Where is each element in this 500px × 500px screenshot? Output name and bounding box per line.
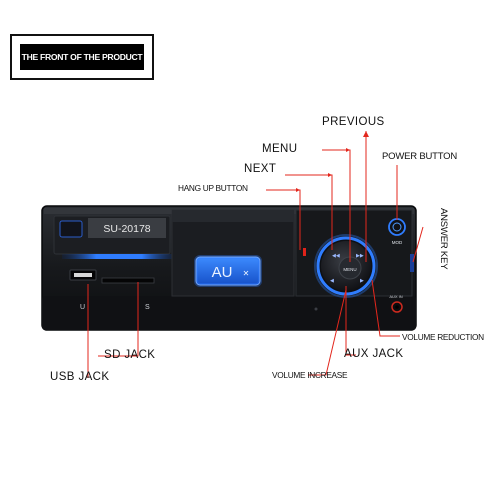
display-text: AU xyxy=(212,264,233,281)
label-power: POWER BUTTON xyxy=(382,151,458,162)
previous-glyph: ▶▶ xyxy=(356,253,364,259)
lcd-display xyxy=(194,255,262,287)
label-volume-increase: VOLUME INCREASE xyxy=(272,370,348,380)
volume-down-glyph: ◀ xyxy=(330,278,334,284)
usb-port[interactable] xyxy=(69,269,97,281)
label-menu: MENU xyxy=(262,143,298,155)
next-glyph: ◀◀ xyxy=(332,253,340,259)
label-previous: PREVIOUS xyxy=(322,116,385,128)
aux-jack-port[interactable] xyxy=(391,301,403,313)
left-glow-strip xyxy=(62,254,176,259)
volume-up-glyph: ▶ xyxy=(360,278,364,284)
hang-up-button[interactable] xyxy=(303,248,306,256)
label-sd-jack: SD JACK xyxy=(104,349,156,361)
label-usb-jack: USB JACK xyxy=(50,371,110,383)
label-next: NEXT xyxy=(244,163,277,175)
title-text: THE FRONT OF THE PRODUCT xyxy=(20,44,144,70)
label-volume-reduction: VOLUME REDUCTION xyxy=(402,332,484,342)
model-plate xyxy=(88,218,166,238)
usb-symbol: U xyxy=(80,304,85,311)
label-hang-up: HANG UP BUTTON xyxy=(178,183,248,193)
mode-text: MOD xyxy=(392,240,403,245)
wheel-menu-text: MENU xyxy=(343,267,356,272)
sd-slot[interactable] xyxy=(101,277,155,284)
label-aux-jack: AUX JACK xyxy=(344,348,404,360)
aux-port-label: AUX IN xyxy=(389,294,402,299)
display-indicator: ✕ xyxy=(243,269,250,278)
title-frame: THE FRONT OF THE PRODUCT xyxy=(10,34,154,80)
model-text: SU-20178 xyxy=(103,223,150,235)
mic-hole xyxy=(314,307,318,311)
label-answer-key: ANSWER KEY xyxy=(438,208,449,270)
power-button[interactable] xyxy=(388,218,406,236)
sd-symbol: S xyxy=(145,304,150,311)
leader-arrowheads xyxy=(296,131,369,192)
answer-key-button[interactable] xyxy=(410,254,414,272)
